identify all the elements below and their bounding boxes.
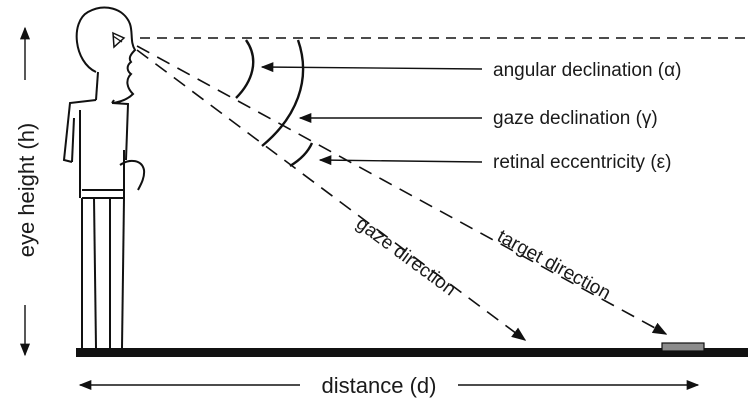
retinal-eccentricity-label: retinal eccentricity (ε) (493, 152, 671, 173)
retinal-eccentricity-arc (289, 142, 314, 168)
retinal-eccentricity-pointer (318, 155, 483, 166)
gaze-direction-label: gaze direction (352, 213, 460, 300)
distance-label: distance (d) (322, 373, 437, 398)
gaze-declination-label: gaze declination (γ) (493, 108, 658, 129)
ground-surface (76, 348, 748, 357)
eye-height-label: eye height (h) (14, 123, 39, 258)
gaze-declination-arc (261, 39, 305, 147)
target-direction-line (136, 45, 668, 335)
target-direction-label: target direction (494, 226, 614, 304)
observer-figure (62, 6, 146, 349)
angular-declination-label: angular declination (α) (493, 60, 681, 81)
target-object (661, 342, 705, 352)
angular-declination-arc (235, 39, 255, 99)
gaze-direction-line (136, 49, 527, 341)
angular-declination-pointer (260, 62, 483, 73)
